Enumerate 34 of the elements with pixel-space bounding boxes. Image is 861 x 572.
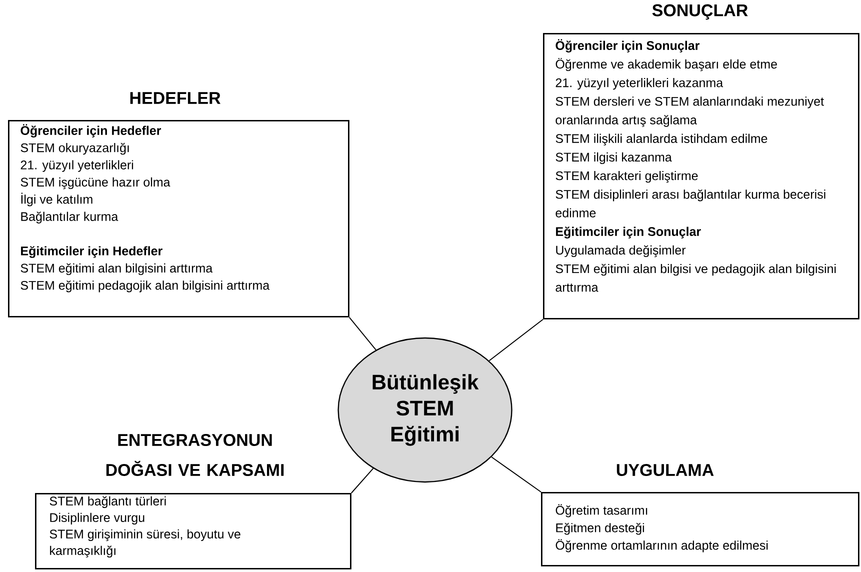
list-item: Eğitimciler için Sonuçlar	[556, 226, 701, 238]
list-item: STEM dersleri ve STEM alanlarındaki mezuniyet oranlarında artış sağlama	[556, 96, 824, 127]
connector-line	[491, 456, 542, 492]
list-item: Uygulamada değişimler	[556, 245, 686, 258]
list-item: Öğrenme ve akademik başarı elde etme	[556, 58, 777, 72]
section-title: ENTEGRASYONUN DOĞASI VE KAPSAMI	[106, 434, 284, 476]
list-item: Eğitmen desteği	[556, 522, 644, 535]
list-item: İlgi ve katılım	[21, 192, 92, 206]
connector-line	[348, 316, 376, 350]
list-item: STEM girişiminin süresi, boyutu ve karmaşıklığı	[50, 529, 240, 558]
section-title: HEDEFLER	[130, 92, 220, 104]
section-title: SONUÇLAR	[652, 4, 748, 20]
list-item: Öğrenciler için Hedefler	[20, 124, 162, 138]
list-item: STEM eğitimi alan bilgisini arttırma	[20, 263, 213, 276]
list-item: STEM işgücüne hazır olma	[20, 177, 170, 190]
list-item: Öğrenciler için Sonuçlar	[556, 39, 700, 53]
section-title: UYGULAMA	[616, 464, 714, 476]
list-item: STEM ilgisi kazanma	[556, 152, 672, 164]
list-item: 21. yüzyıl yeterlikleri kazanma	[556, 78, 724, 90]
list-item: Eğitimciler için Hedefler	[21, 246, 162, 258]
list-item: STEM bağlantı türleri	[50, 496, 166, 508]
list-item: STEM ilişkili alanlarda istihdam edilme	[556, 134, 768, 146]
list-item: STEM eğitimi pedagojik alan bilgisini arttırma	[20, 280, 270, 292]
list-item: Öğrenme ortamlarının adapte edilmesi	[556, 539, 768, 552]
list-item: STEM okuryazarlığı	[20, 142, 129, 155]
connector-line	[488, 318, 544, 362]
list-item: Öğretim tasarımı	[556, 504, 648, 518]
list-item: STEM eğitimi alan bilgisi ve pedagojik alan bilgisini arttırma	[556, 264, 836, 292]
list-item: Bağlantılar kurma	[21, 212, 118, 224]
list-item: 21. yüzyıl yeterlikleri	[20, 160, 134, 172]
list-item: Disiplinlere vurgu	[50, 512, 144, 524]
list-item: STEM karakteri geliştirme	[556, 171, 698, 183]
list-item: STEM disiplinleri arası bağlantılar kurma becerisi edinme	[556, 189, 826, 218]
connector-line	[350, 468, 374, 494]
